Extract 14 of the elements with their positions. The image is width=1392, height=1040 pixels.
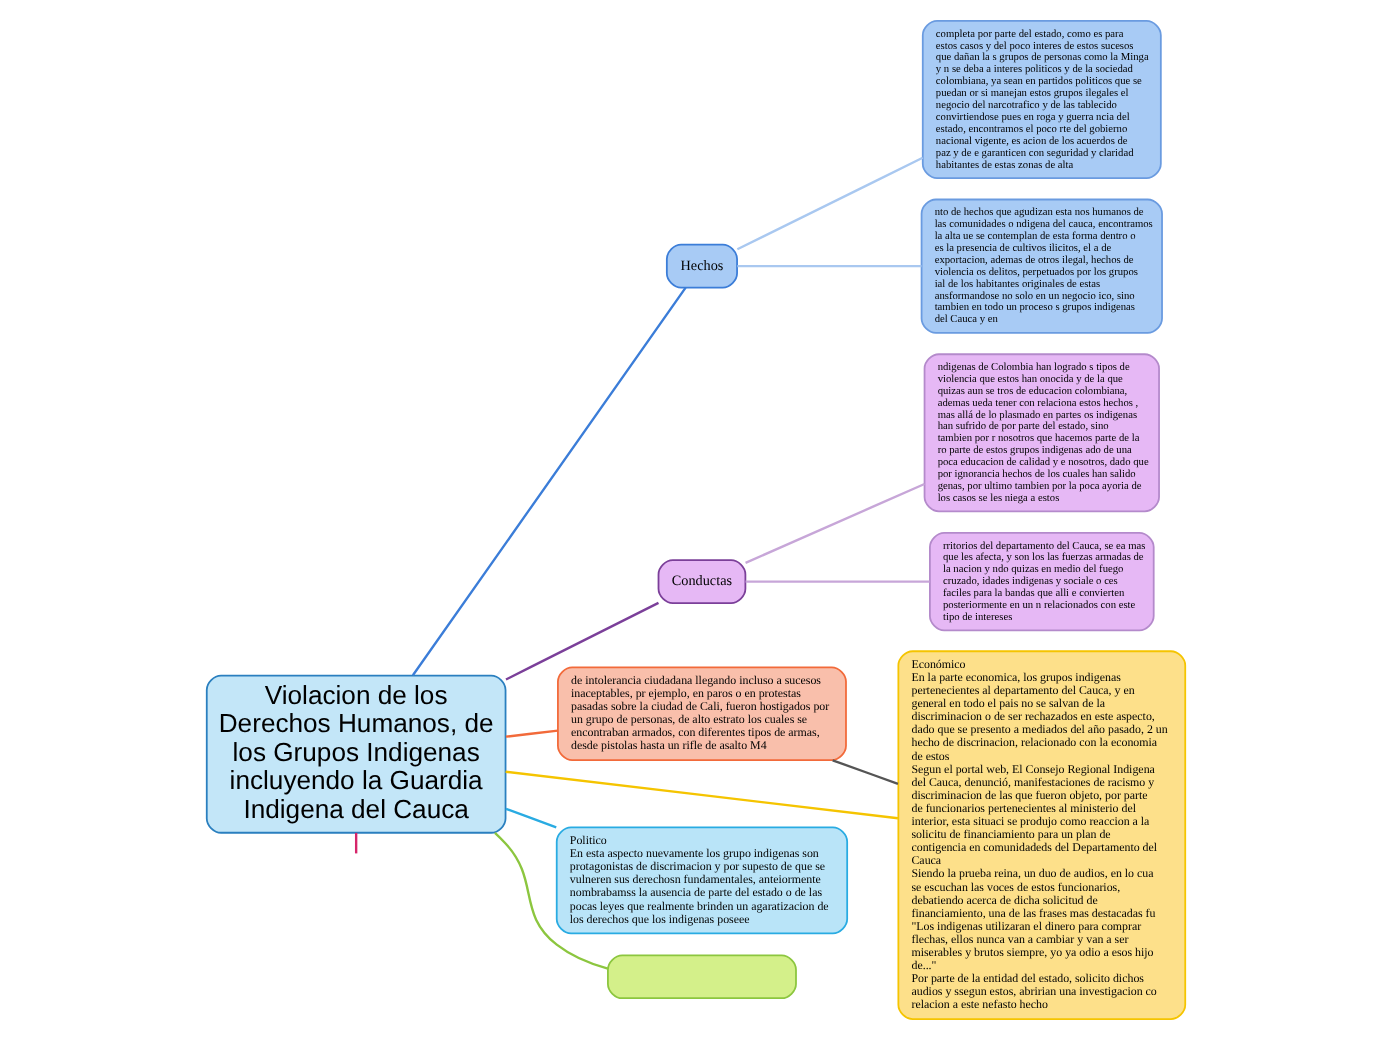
connector [505, 729, 558, 738]
connector [505, 770, 899, 820]
connector [505, 807, 557, 829]
node-box: Violacion de los Derechos Humanos, de los Grupos Indigenas incluyendo la Guardia Indigena del Cauca [205, 674, 507, 834]
connector [494, 832, 609, 970]
connector [736, 156, 924, 251]
connector [832, 759, 899, 785]
connector [745, 580, 930, 583]
connector [354, 832, 358, 854]
node-box [607, 954, 797, 1000]
connector [411, 286, 687, 676]
connector [745, 482, 925, 564]
connector [505, 601, 659, 681]
connector [737, 264, 922, 268]
